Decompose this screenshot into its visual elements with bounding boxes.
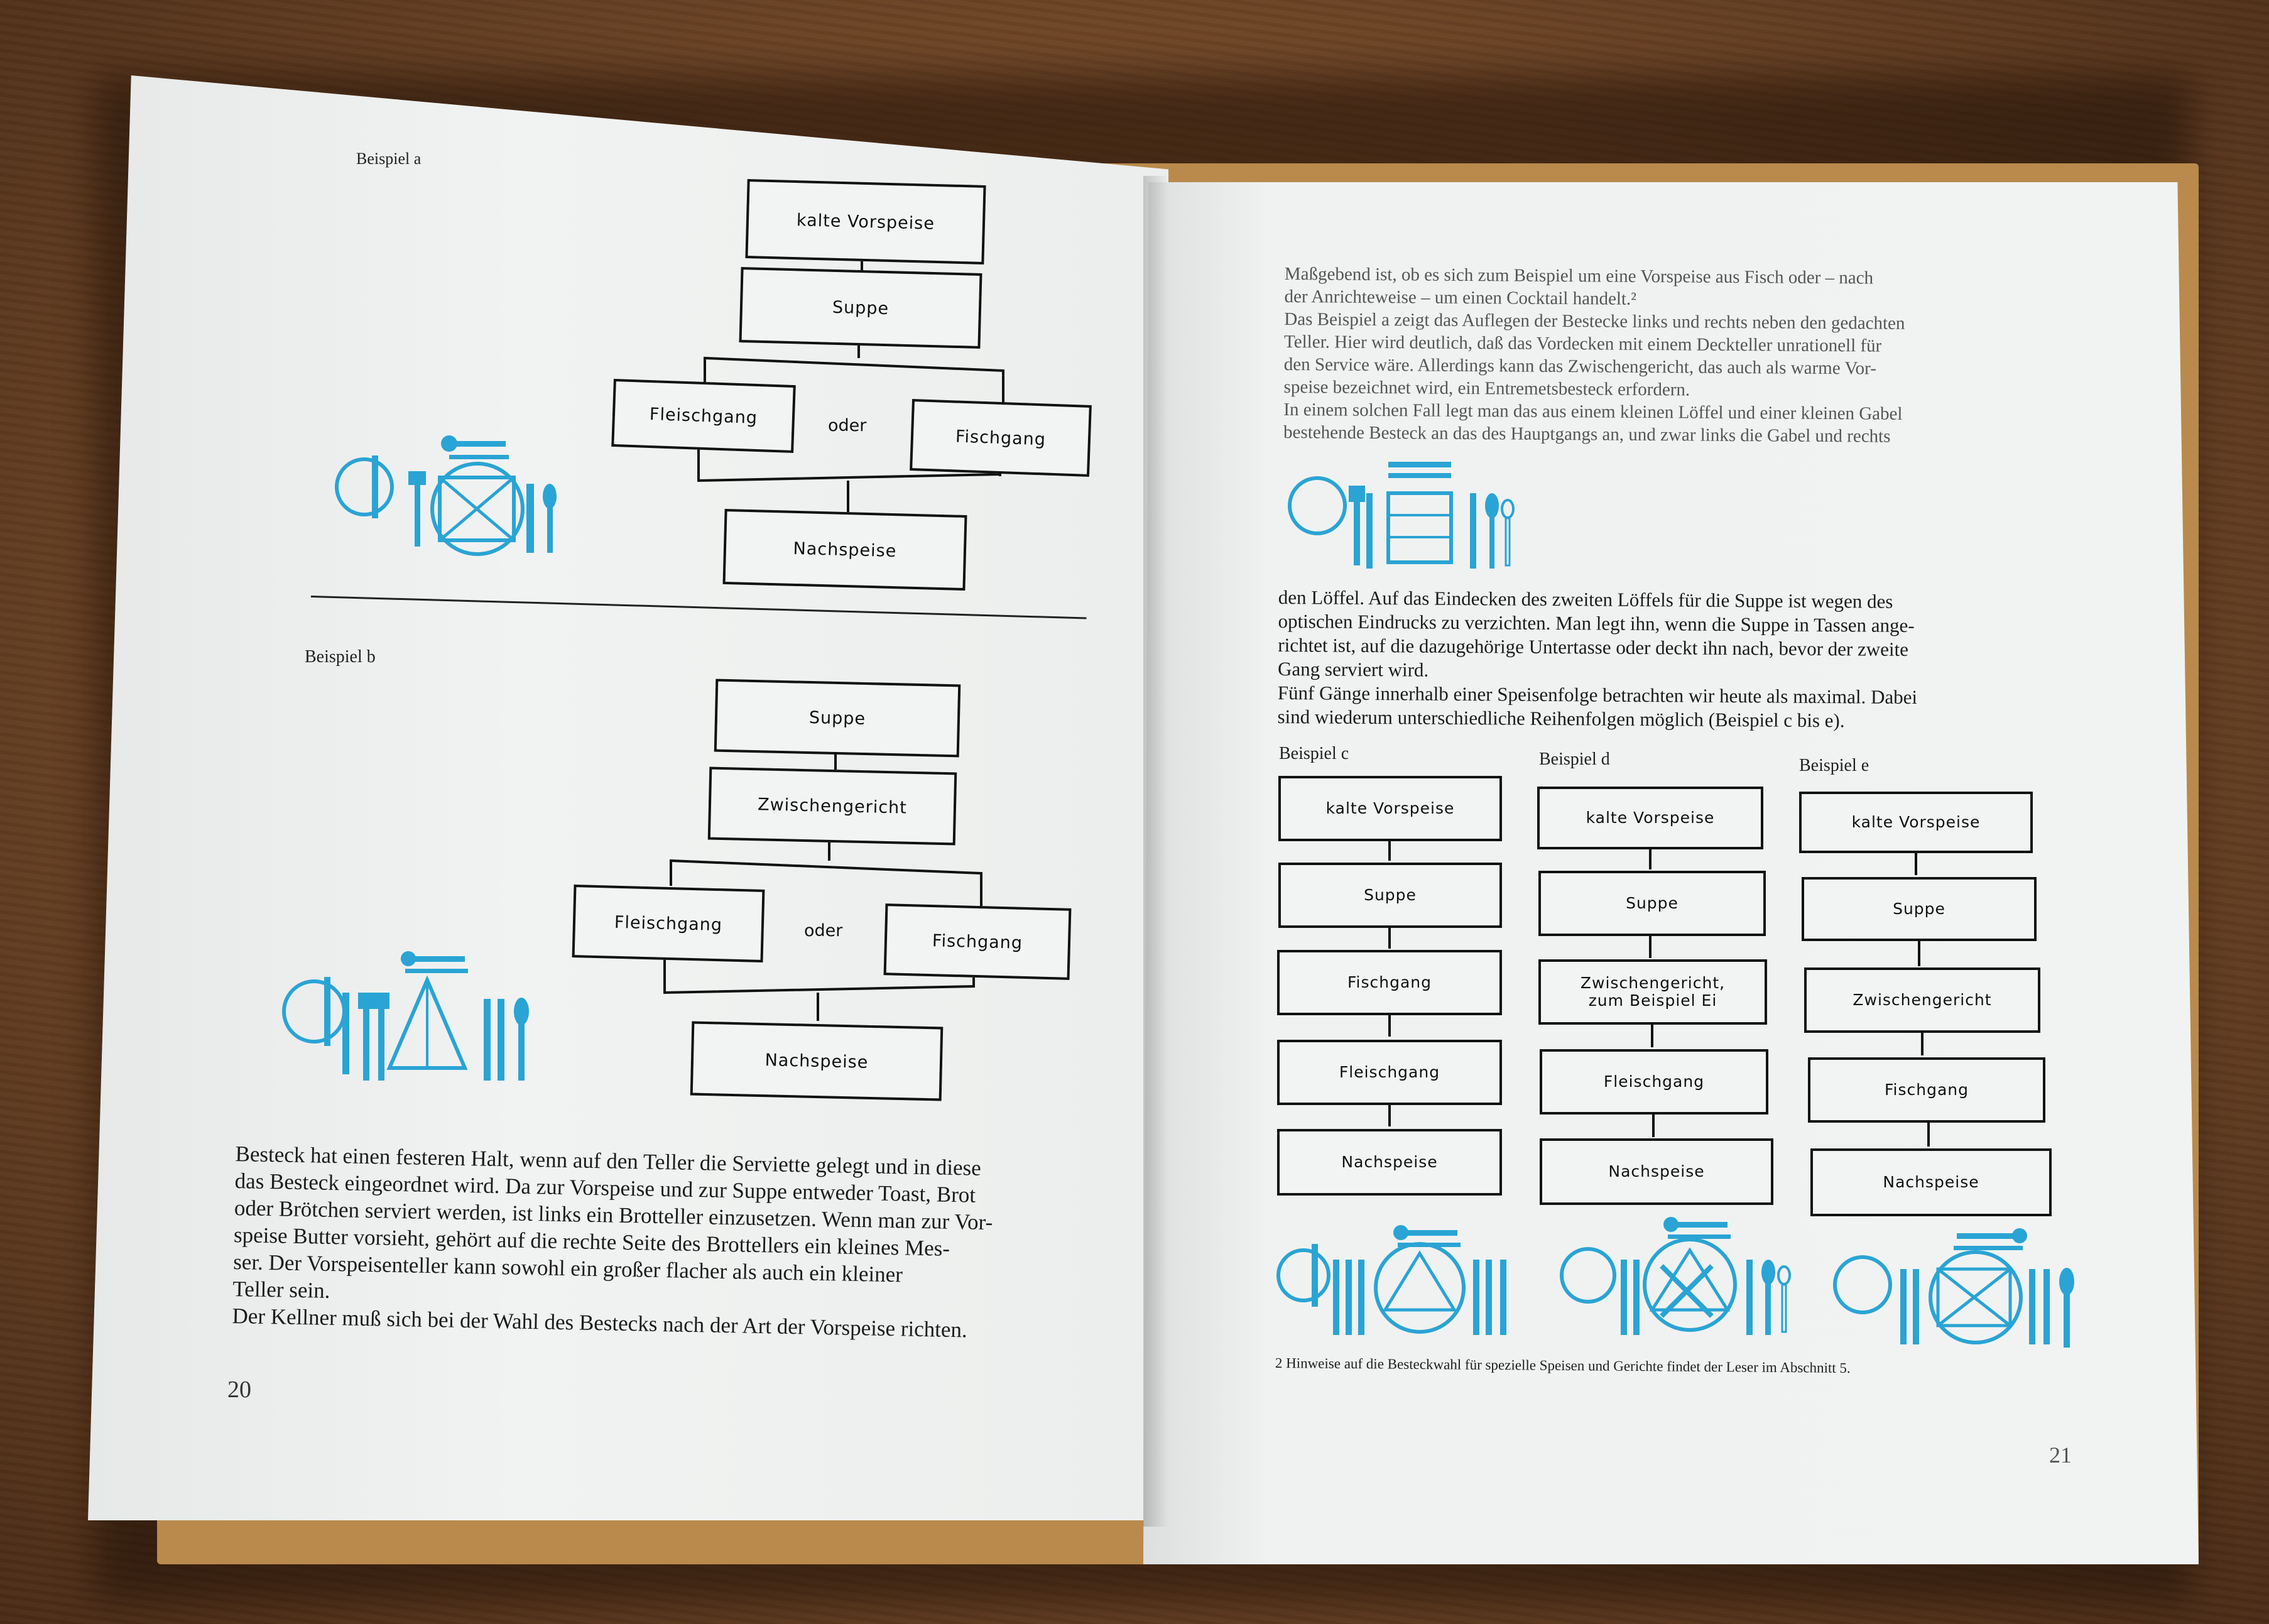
left-page bbox=[88, 75, 1168, 1520]
flow-box-d-zwischengericht: Zwischengericht, zum Beispiel Ei bbox=[1538, 959, 1767, 1025]
flow-box-suppe: Suppe bbox=[739, 266, 982, 349]
flow-box-c-fischgang: Fischgang bbox=[1277, 950, 1502, 1015]
left-body-text: Besteck hat einen festeren Halt, wenn au… bbox=[232, 1140, 1065, 1345]
example-a-label: Beispiel a bbox=[356, 150, 422, 168]
book-gutter bbox=[1143, 176, 1168, 1527]
flow-or-label-b: oder bbox=[804, 921, 843, 940]
flow-box-kalte-vorspeise: kalte Vorspeise bbox=[745, 179, 986, 264]
place-setting-c-icon bbox=[1276, 1225, 1506, 1335]
right-mid-text: den Löffel. Auf das Eindecken des zweite… bbox=[1277, 586, 2020, 734]
place-setting-entremets-icon bbox=[1288, 462, 1515, 569]
flow-box-fleischgang-b: Fleischgang bbox=[572, 885, 765, 962]
flow-box-fischgang-b: Fischgang bbox=[883, 903, 1072, 980]
flow-box-e-kalte-vorspeise: kalte Vorspeise bbox=[1799, 792, 2033, 853]
flow-box-c-nachspeise: Nachspeise bbox=[1277, 1129, 1502, 1196]
place-setting-d-icon bbox=[1560, 1217, 1791, 1335]
page-number-right: 21 bbox=[2049, 1442, 2072, 1468]
flow-box-e-zwischengericht: Zwischengericht bbox=[1804, 967, 2040, 1033]
flow-box-d-suppe: Suppe bbox=[1538, 871, 1766, 936]
right-top-text: Maßgebend ist, ob es sich zum Beispiel u… bbox=[1283, 263, 2013, 449]
flow-box-e-fischgang: Fischgang bbox=[1808, 1057, 2045, 1123]
flow-box-c-suppe: Suppe bbox=[1278, 863, 1502, 928]
example-c-label: Beispiel c bbox=[1279, 744, 1349, 763]
page-number-left: 20 bbox=[227, 1376, 251, 1403]
example-b-label: Beispiel b bbox=[305, 647, 376, 667]
flow-box-c-fleischgang: Fleischgang bbox=[1277, 1040, 1502, 1105]
place-setting-e-icon bbox=[1833, 1228, 2074, 1348]
flow-box-nachspeise-b: Nachspeise bbox=[690, 1021, 944, 1101]
flow-box-fischgang: Fischgang bbox=[910, 399, 1092, 477]
flow-box-e-suppe: Suppe bbox=[1802, 877, 2037, 941]
flow-box-d-line: Zwischengericht, bbox=[1580, 974, 1726, 992]
flow-box-e-nachspeise: Nachspeise bbox=[1810, 1148, 2052, 1216]
flow-box-d-fleischgang: Fleischgang bbox=[1540, 1049, 1768, 1114]
flow-box-zwischengericht-b: Zwischengericht bbox=[707, 766, 957, 846]
flow-box-d-nachspeise: Nachspeise bbox=[1540, 1138, 1773, 1205]
flow-box-d-kalte-vorspeise: kalte Vorspeise bbox=[1537, 787, 1763, 849]
place-setting-b-icon bbox=[282, 951, 529, 1081]
flow-box-fleischgang: Fleischgang bbox=[611, 378, 796, 454]
example-d-label: Beispiel d bbox=[1539, 749, 1610, 769]
flow-box-d-line: zum Beispiel Ei bbox=[1588, 991, 1717, 1010]
flow-box-nachspeise: Nachspeise bbox=[722, 508, 967, 591]
example-e-label: Beispiel e bbox=[1799, 756, 1869, 775]
place-setting-a-icon bbox=[335, 435, 557, 556]
flow-box-c-kalte-vorspeise: kalte Vorspeise bbox=[1278, 776, 1502, 841]
flow-or-label: oder bbox=[828, 416, 867, 435]
flow-box-suppe-b: Suppe bbox=[714, 678, 961, 758]
